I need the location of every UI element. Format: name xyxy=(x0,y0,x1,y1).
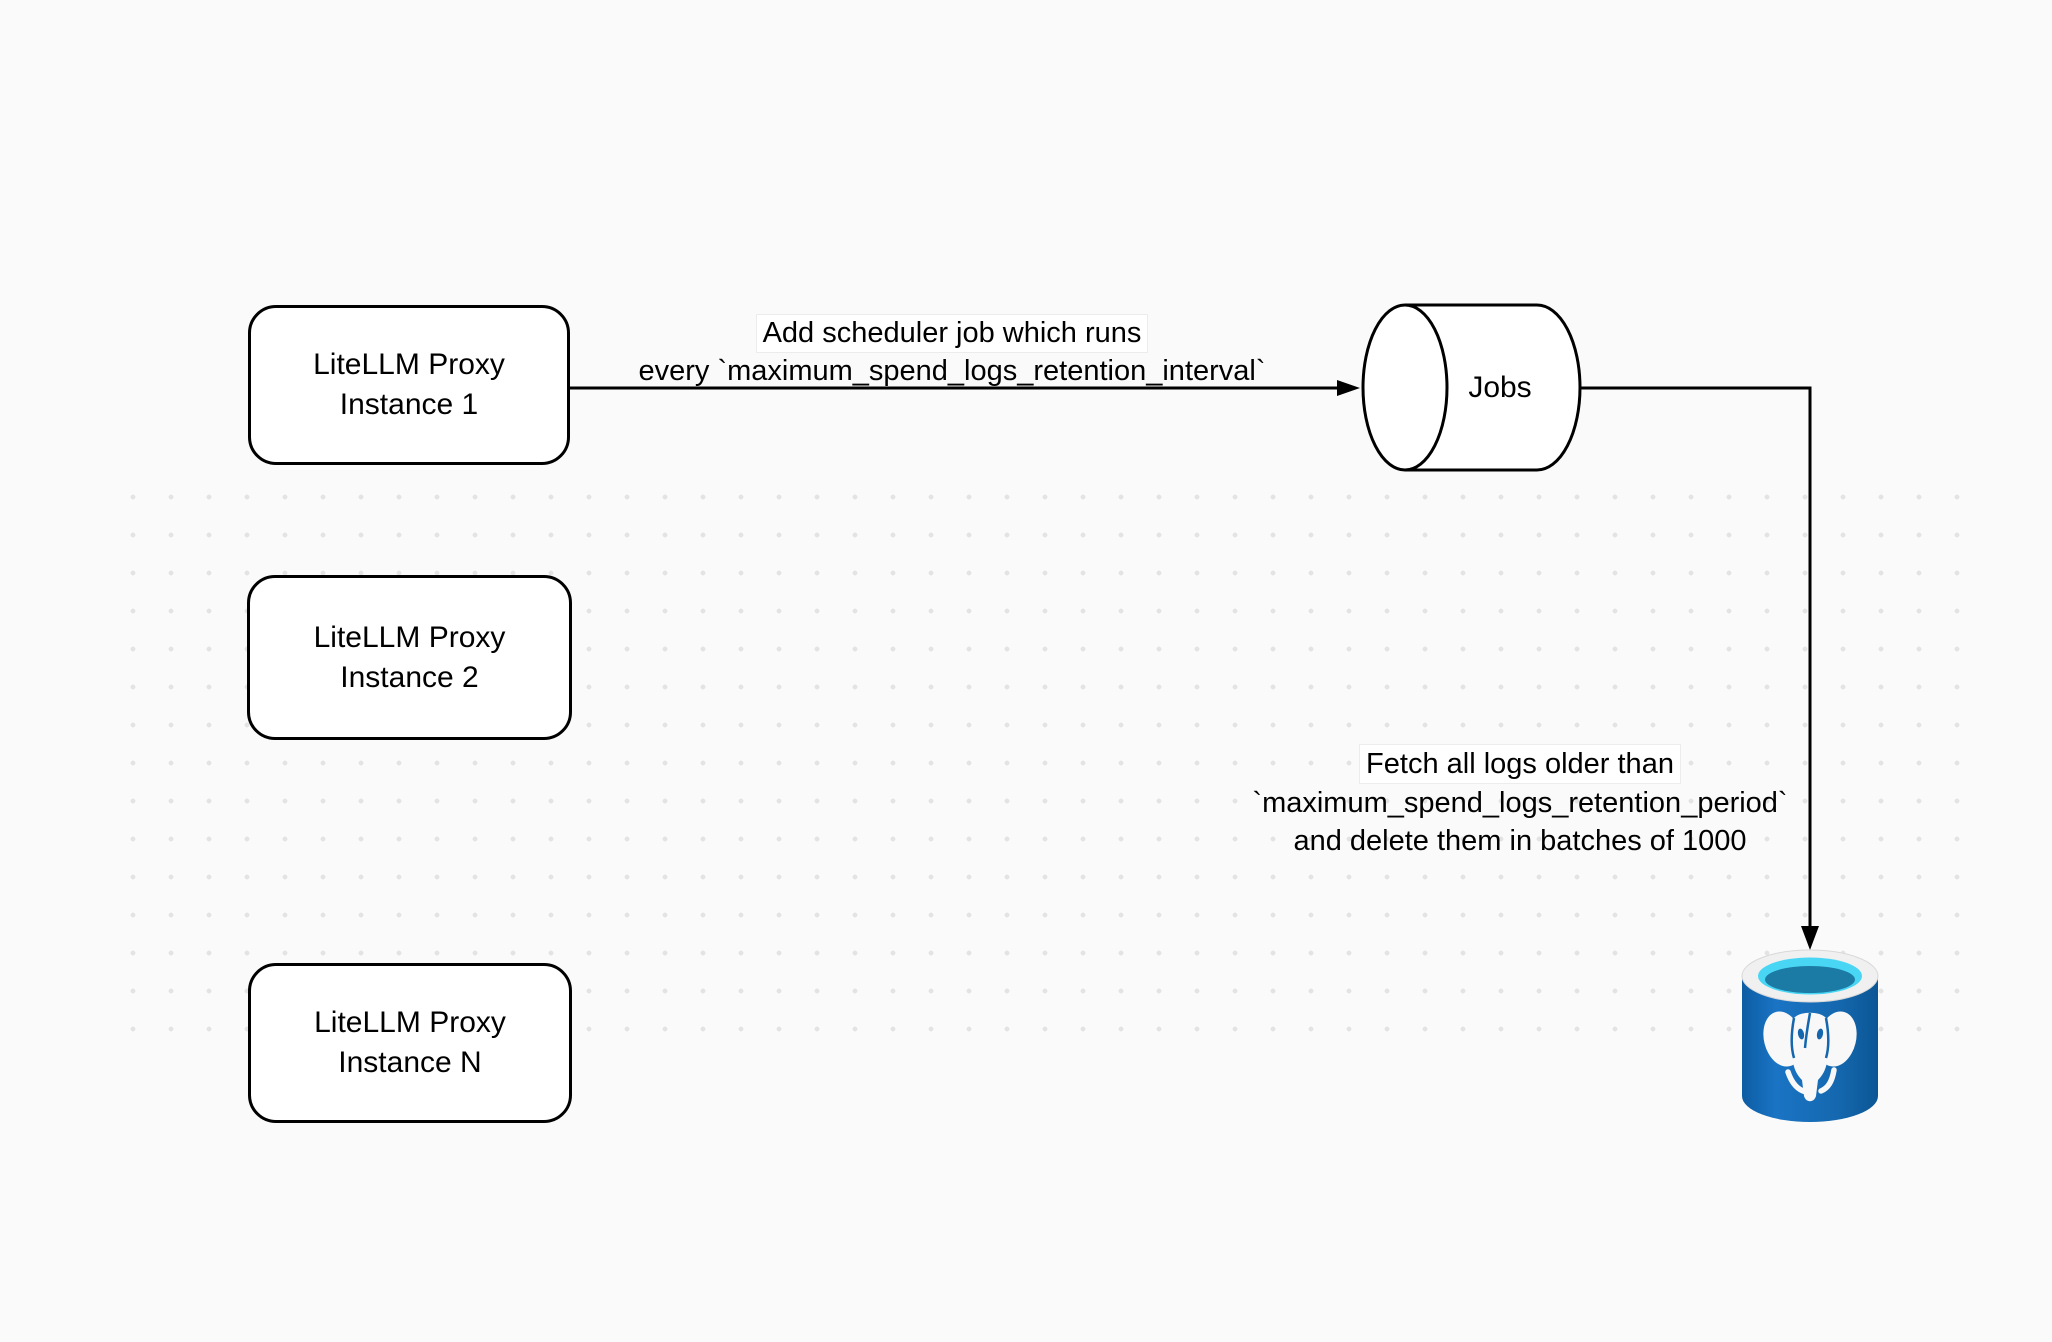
node-litellm-proxy-instance-n: LiteLLM Proxy Instance N xyxy=(248,963,572,1123)
node-label-line: Instance 2 xyxy=(340,660,479,694)
edge-label-line: every `maximum_spend_logs_retention_inte… xyxy=(638,355,1266,387)
edge-add-scheduler-job xyxy=(570,380,1360,396)
edge-label-line: and delete them in batches of 1000 xyxy=(1293,825,1747,857)
edge-label-line: Fetch all logs older than xyxy=(1359,744,1681,784)
edge-label-line: `maximum_spend_logs_retention_period` xyxy=(1252,787,1788,819)
node-jobs-label: Jobs xyxy=(1468,370,1532,404)
arrowhead-right-icon xyxy=(1337,380,1360,396)
node-litellm-proxy-instance-2: LiteLLM Proxy Instance 2 xyxy=(247,575,572,740)
node-label-line: LiteLLM Proxy xyxy=(313,348,505,381)
edge-fetch-and-delete xyxy=(1579,386,1819,950)
edge-label-fetch-and-delete: Fetch all logs older than `maximum_spend… xyxy=(1198,744,1842,860)
elephant-glyph xyxy=(1763,1011,1857,1102)
arrowhead-down-icon xyxy=(1801,926,1819,950)
edge-label-line: Add scheduler job which runs xyxy=(755,314,1149,353)
node-label-line: LiteLLM Proxy xyxy=(313,620,506,654)
node-label-line: Instance 1 xyxy=(339,388,479,421)
postgresql-icon xyxy=(1741,949,1879,1122)
edge-label-add-scheduler-job: Add scheduler job which runs every `maxi… xyxy=(590,314,1314,390)
node-label-line: LiteLLM Proxy xyxy=(314,1006,506,1039)
node-jobs-cylinder xyxy=(1361,303,1582,472)
node-litellm-proxy-instance-1: LiteLLM Proxy Instance 1 xyxy=(248,305,570,465)
node-label-line: Instance N xyxy=(338,1046,482,1079)
